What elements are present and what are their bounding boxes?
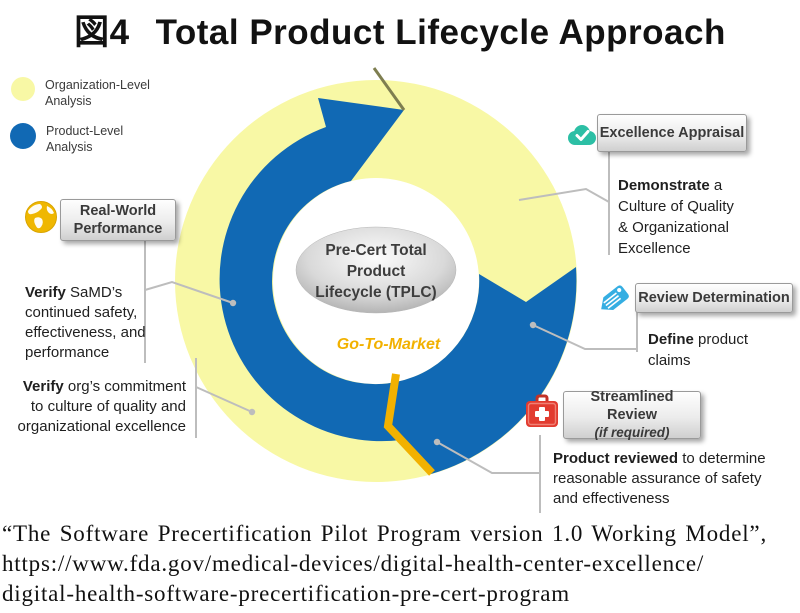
desc-line: & Organizational [618,219,729,236]
first-aid-kit-icon [524,394,560,435]
desc-rest: org’s commitment [63,378,186,395]
desc-bold: Define [648,331,694,348]
go-to-market-label: Go-To-Market [336,336,441,353]
center-ellipse-label: Pre-Cert Total Product Lifecycle (TPLC) [296,240,456,303]
desc-line: claims [648,352,691,369]
source-citation: “The Software Precertification Pilot Pro… [2,519,800,609]
desc-line: Define product [648,329,748,350]
real-world-performance-description-1: Verify SaMD’s continued safety, effectiv… [25,283,146,363]
cycle-start-marker [372,67,406,111]
desc-bold: Product reviewed [553,450,679,467]
legend-line: Analysis [46,140,93,154]
desc-line: Demonstrate a [618,175,734,196]
figure-number: 図4 [74,13,130,52]
center-line: Pre-Cert Total [325,242,427,259]
real-world-performance-description-2: Verify org’s commitment to culture of qu… [8,377,186,437]
citation-line: digital-health-software-precertification… [2,581,570,606]
legend-label: Organization-Level Analysis [45,77,150,109]
leader-lines [144,150,638,513]
desc-line: continued safety, [25,304,138,321]
desc-line: reasonable assurance of safety [553,470,762,487]
excellence-appraisal-description: Demonstrate a Culture of Quality & Organ… [618,175,734,259]
figure-title-text: Total Product Lifecycle Approach [155,13,726,52]
tag-icon [596,283,630,322]
page-title: 図4 Total Product Lifecycle Approach [0,4,800,55]
desc-line: effectiveness, and [25,324,146,341]
desc-bold: Verify [22,378,64,395]
product-arrow-outer [389,267,577,474]
legend-organization-level: Organization-Level Analysis [11,77,150,109]
stage-box-label: Excellence Appraisal [599,125,745,141]
center-line: Lifecycle (TPLC) [315,284,437,301]
legend-line: Product-Level [46,124,124,138]
desc-line: Excellence [618,240,691,257]
real-world-performance-box: Real-World Performance [60,199,176,241]
excellence-appraisal-box: Excellence Appraisal [597,114,747,152]
product-arrow-inner [219,98,404,442]
leader-dots [229,299,537,446]
center-line: Product [346,263,406,280]
desc-line: Verify org’s commitment [8,377,186,397]
center-ellipse [295,226,457,314]
stage-box-label: Streamlined Review [590,389,674,423]
desc-line: Culture of Quality [618,198,734,215]
go-to-market-marker [383,373,435,476]
desc-line: to culture of quality and [30,398,186,415]
desc-line: performance [25,344,110,361]
stage-box-sublabel: (if required) [594,425,670,440]
desc-rest: to determine [678,450,766,467]
legend-product-level: Product-Level Analysis [10,123,123,155]
desc-rest: a [709,177,723,194]
desc-line: Product reviewed to determine [553,449,798,469]
product-level-swatch [10,123,36,149]
desc-rest: SaMD’s [65,284,123,301]
stage-box-label: Performance [73,221,163,237]
desc-line: organizational excellence [17,418,186,435]
desc-line: and effectiveness [553,490,670,507]
review-determination-box: Review Determination [635,283,793,313]
globe-icon [24,200,58,239]
desc-rest: product [693,331,749,348]
desc-line: Verify SaMD’s [25,283,146,303]
stage-box-label: Real-World [79,203,157,219]
review-determination-description: Define product claims [648,329,748,371]
legend-line: Analysis [45,94,92,108]
citation-line: https://www.fda.gov/medical-devices/digi… [2,551,705,576]
desc-bold: Demonstrate [618,177,710,194]
streamlined-review-description: Product reviewed to determine reasonable… [553,449,798,509]
citation-line: “The Software Precertification Pilot Pro… [2,521,767,546]
legend-label: Product-Level Analysis [46,123,123,155]
desc-bold: Verify [25,284,66,301]
legend-line: Organization-Level [45,78,150,92]
stage-box-label: Review Determination [638,290,790,306]
streamlined-review-box: Streamlined Review (if required) [563,389,701,440]
cloud-check-icon [565,123,597,152]
organization-level-swatch [11,77,35,101]
